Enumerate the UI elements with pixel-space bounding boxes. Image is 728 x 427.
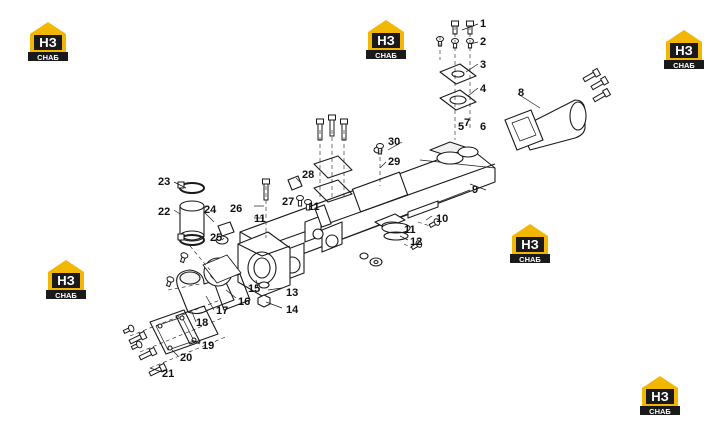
screw xyxy=(428,218,441,229)
gasket-top xyxy=(313,155,353,203)
part-callout-2: 2 xyxy=(480,36,486,48)
brand-logo: НЗ СНАБ xyxy=(510,224,550,264)
part-callout-16: 14 xyxy=(286,304,299,316)
gasket-cover xyxy=(175,305,219,345)
part-callout-3: 3 xyxy=(480,59,486,71)
screw xyxy=(165,276,175,288)
bolt xyxy=(138,346,158,361)
washer-13 xyxy=(258,281,270,289)
logo-mark: НЗ xyxy=(39,35,57,50)
flange-plate xyxy=(439,63,477,85)
brand-logo: НЗ СНАБ xyxy=(640,376,680,416)
part-callout-26: 24 xyxy=(204,204,217,216)
part-callout-22: 20 xyxy=(180,352,192,364)
part-callout-9: 9 xyxy=(472,184,478,196)
part-callout-23: 21 xyxy=(162,368,174,380)
logo-caption: СНАБ xyxy=(55,291,77,300)
bellows xyxy=(381,222,411,241)
logo-mark: НЗ xyxy=(651,389,669,404)
brand-logo: НЗ СНАБ xyxy=(28,22,68,62)
part-callout-29: 27 xyxy=(282,196,294,208)
logo-mark: НЗ xyxy=(57,273,75,288)
screw xyxy=(122,324,135,335)
brand-logo: НЗ СНАБ xyxy=(664,30,704,70)
part-callout-31: 29 xyxy=(388,156,400,168)
nut-14 xyxy=(257,294,271,308)
part-callout-19: 17 xyxy=(216,305,228,317)
screw xyxy=(179,252,189,264)
part-callout-14: 12 xyxy=(410,236,422,248)
bolt xyxy=(590,75,610,91)
gasket-flange xyxy=(439,89,477,111)
brand-logo: НЗ СНАБ xyxy=(366,20,406,60)
part-callout-11: 11 xyxy=(404,224,416,236)
part-callout-28: 26 xyxy=(230,203,242,215)
bolt xyxy=(148,362,168,377)
hose-clamp-upper xyxy=(177,181,205,194)
part-callout-17: 15 xyxy=(248,283,260,295)
cover-plate xyxy=(149,309,201,355)
bolt xyxy=(128,330,148,345)
bolt xyxy=(582,67,602,83)
screw xyxy=(130,340,143,351)
gasket-thermostat xyxy=(202,254,242,284)
bolt xyxy=(328,114,336,137)
part-callout-25: 23 xyxy=(158,176,170,188)
part-callout-21: 19 xyxy=(202,340,214,352)
part-callout-30: 28 xyxy=(302,169,314,181)
screw xyxy=(304,199,312,211)
part-callout-15: 13 xyxy=(286,287,298,299)
part-callout-13: 11 xyxy=(308,201,320,213)
part-callout-6: 6 xyxy=(480,121,486,133)
outlet-pipe xyxy=(504,99,587,151)
logo-mark: НЗ xyxy=(675,43,693,58)
bolt xyxy=(340,118,348,141)
logo-mark: НЗ xyxy=(521,237,539,252)
screw xyxy=(410,240,423,251)
part-callout-24: 22 xyxy=(158,206,170,218)
tube-short xyxy=(314,204,332,228)
logo-caption: СНАБ xyxy=(375,51,397,60)
thermostat-housing xyxy=(237,231,291,297)
bolt xyxy=(316,118,324,141)
bolt xyxy=(592,87,612,103)
part-callout-8: 8 xyxy=(518,87,524,99)
pipe-stub xyxy=(215,221,235,245)
logo-caption: СНАБ xyxy=(37,53,59,62)
logo-caption: СНАБ xyxy=(673,61,695,70)
logo-caption: СНАБ xyxy=(519,255,541,264)
screw xyxy=(296,195,304,207)
brand-logo: НЗ СНАБ xyxy=(46,260,86,300)
part-callout-27: 25 xyxy=(210,232,222,244)
part-callout-18: 16 xyxy=(238,296,250,308)
bracket xyxy=(287,175,303,191)
part-callout-7: 7 xyxy=(464,117,470,129)
logo-mark: НЗ xyxy=(377,33,395,48)
part-callout-32: 30 xyxy=(388,136,400,148)
hose-clamp-lower xyxy=(177,233,205,246)
logo-caption: СНАБ xyxy=(649,407,671,416)
part-callout-10: 10 xyxy=(436,213,448,225)
part-callout-1: 1 xyxy=(480,18,486,30)
part-callout-5: 5 xyxy=(458,121,464,133)
part-callout-4: 4 xyxy=(480,83,487,95)
part-callout-20: 18 xyxy=(196,317,208,329)
part-callout-12: 11 xyxy=(254,213,266,225)
